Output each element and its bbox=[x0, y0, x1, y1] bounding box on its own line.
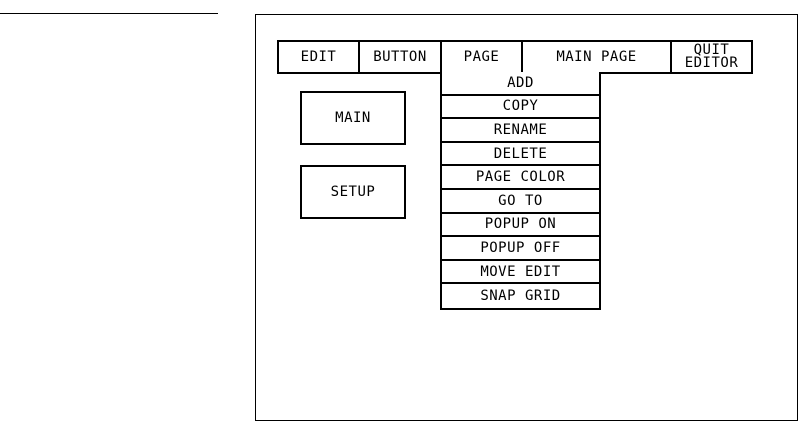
menu-item-add[interactable]: ADD bbox=[442, 72, 599, 96]
top-divider-line bbox=[0, 13, 218, 14]
editor-screen-frame bbox=[255, 14, 798, 421]
main-page-link-button[interactable]: MAIN bbox=[300, 91, 406, 145]
page-dropdown-menu: ADD COPY RENAME DELETE PAGE COLOR GO TO … bbox=[440, 72, 601, 310]
menu-item-delete[interactable]: DELETE bbox=[442, 143, 599, 167]
page-menu-button[interactable]: PAGE bbox=[442, 42, 523, 72]
editor-toolbar: EDIT BUTTON PAGE MAIN PAGE QUIT EDITOR bbox=[277, 40, 753, 74]
menu-item-move-edit[interactable]: MOVE EDIT bbox=[442, 261, 599, 285]
main-page-button[interactable]: MAIN PAGE bbox=[523, 42, 672, 72]
button-menu-button[interactable]: BUTTON bbox=[360, 42, 442, 72]
menu-item-copy[interactable]: COPY bbox=[442, 96, 599, 120]
menu-item-popup-on[interactable]: POPUP ON bbox=[442, 214, 599, 238]
menu-item-rename[interactable]: RENAME bbox=[442, 119, 599, 143]
menu-item-snap-grid[interactable]: SNAP GRID bbox=[480, 288, 561, 305]
setup-page-link-button[interactable]: SETUP bbox=[300, 165, 406, 219]
menu-item-go-to[interactable]: GO TO bbox=[442, 190, 599, 214]
edit-menu-button[interactable]: EDIT bbox=[279, 42, 360, 72]
quit-editor-button[interactable]: QUIT EDITOR bbox=[672, 42, 751, 72]
menu-item-page-color[interactable]: PAGE COLOR bbox=[442, 166, 599, 190]
menu-item-popup-off[interactable]: POPUP OFF bbox=[442, 237, 599, 261]
